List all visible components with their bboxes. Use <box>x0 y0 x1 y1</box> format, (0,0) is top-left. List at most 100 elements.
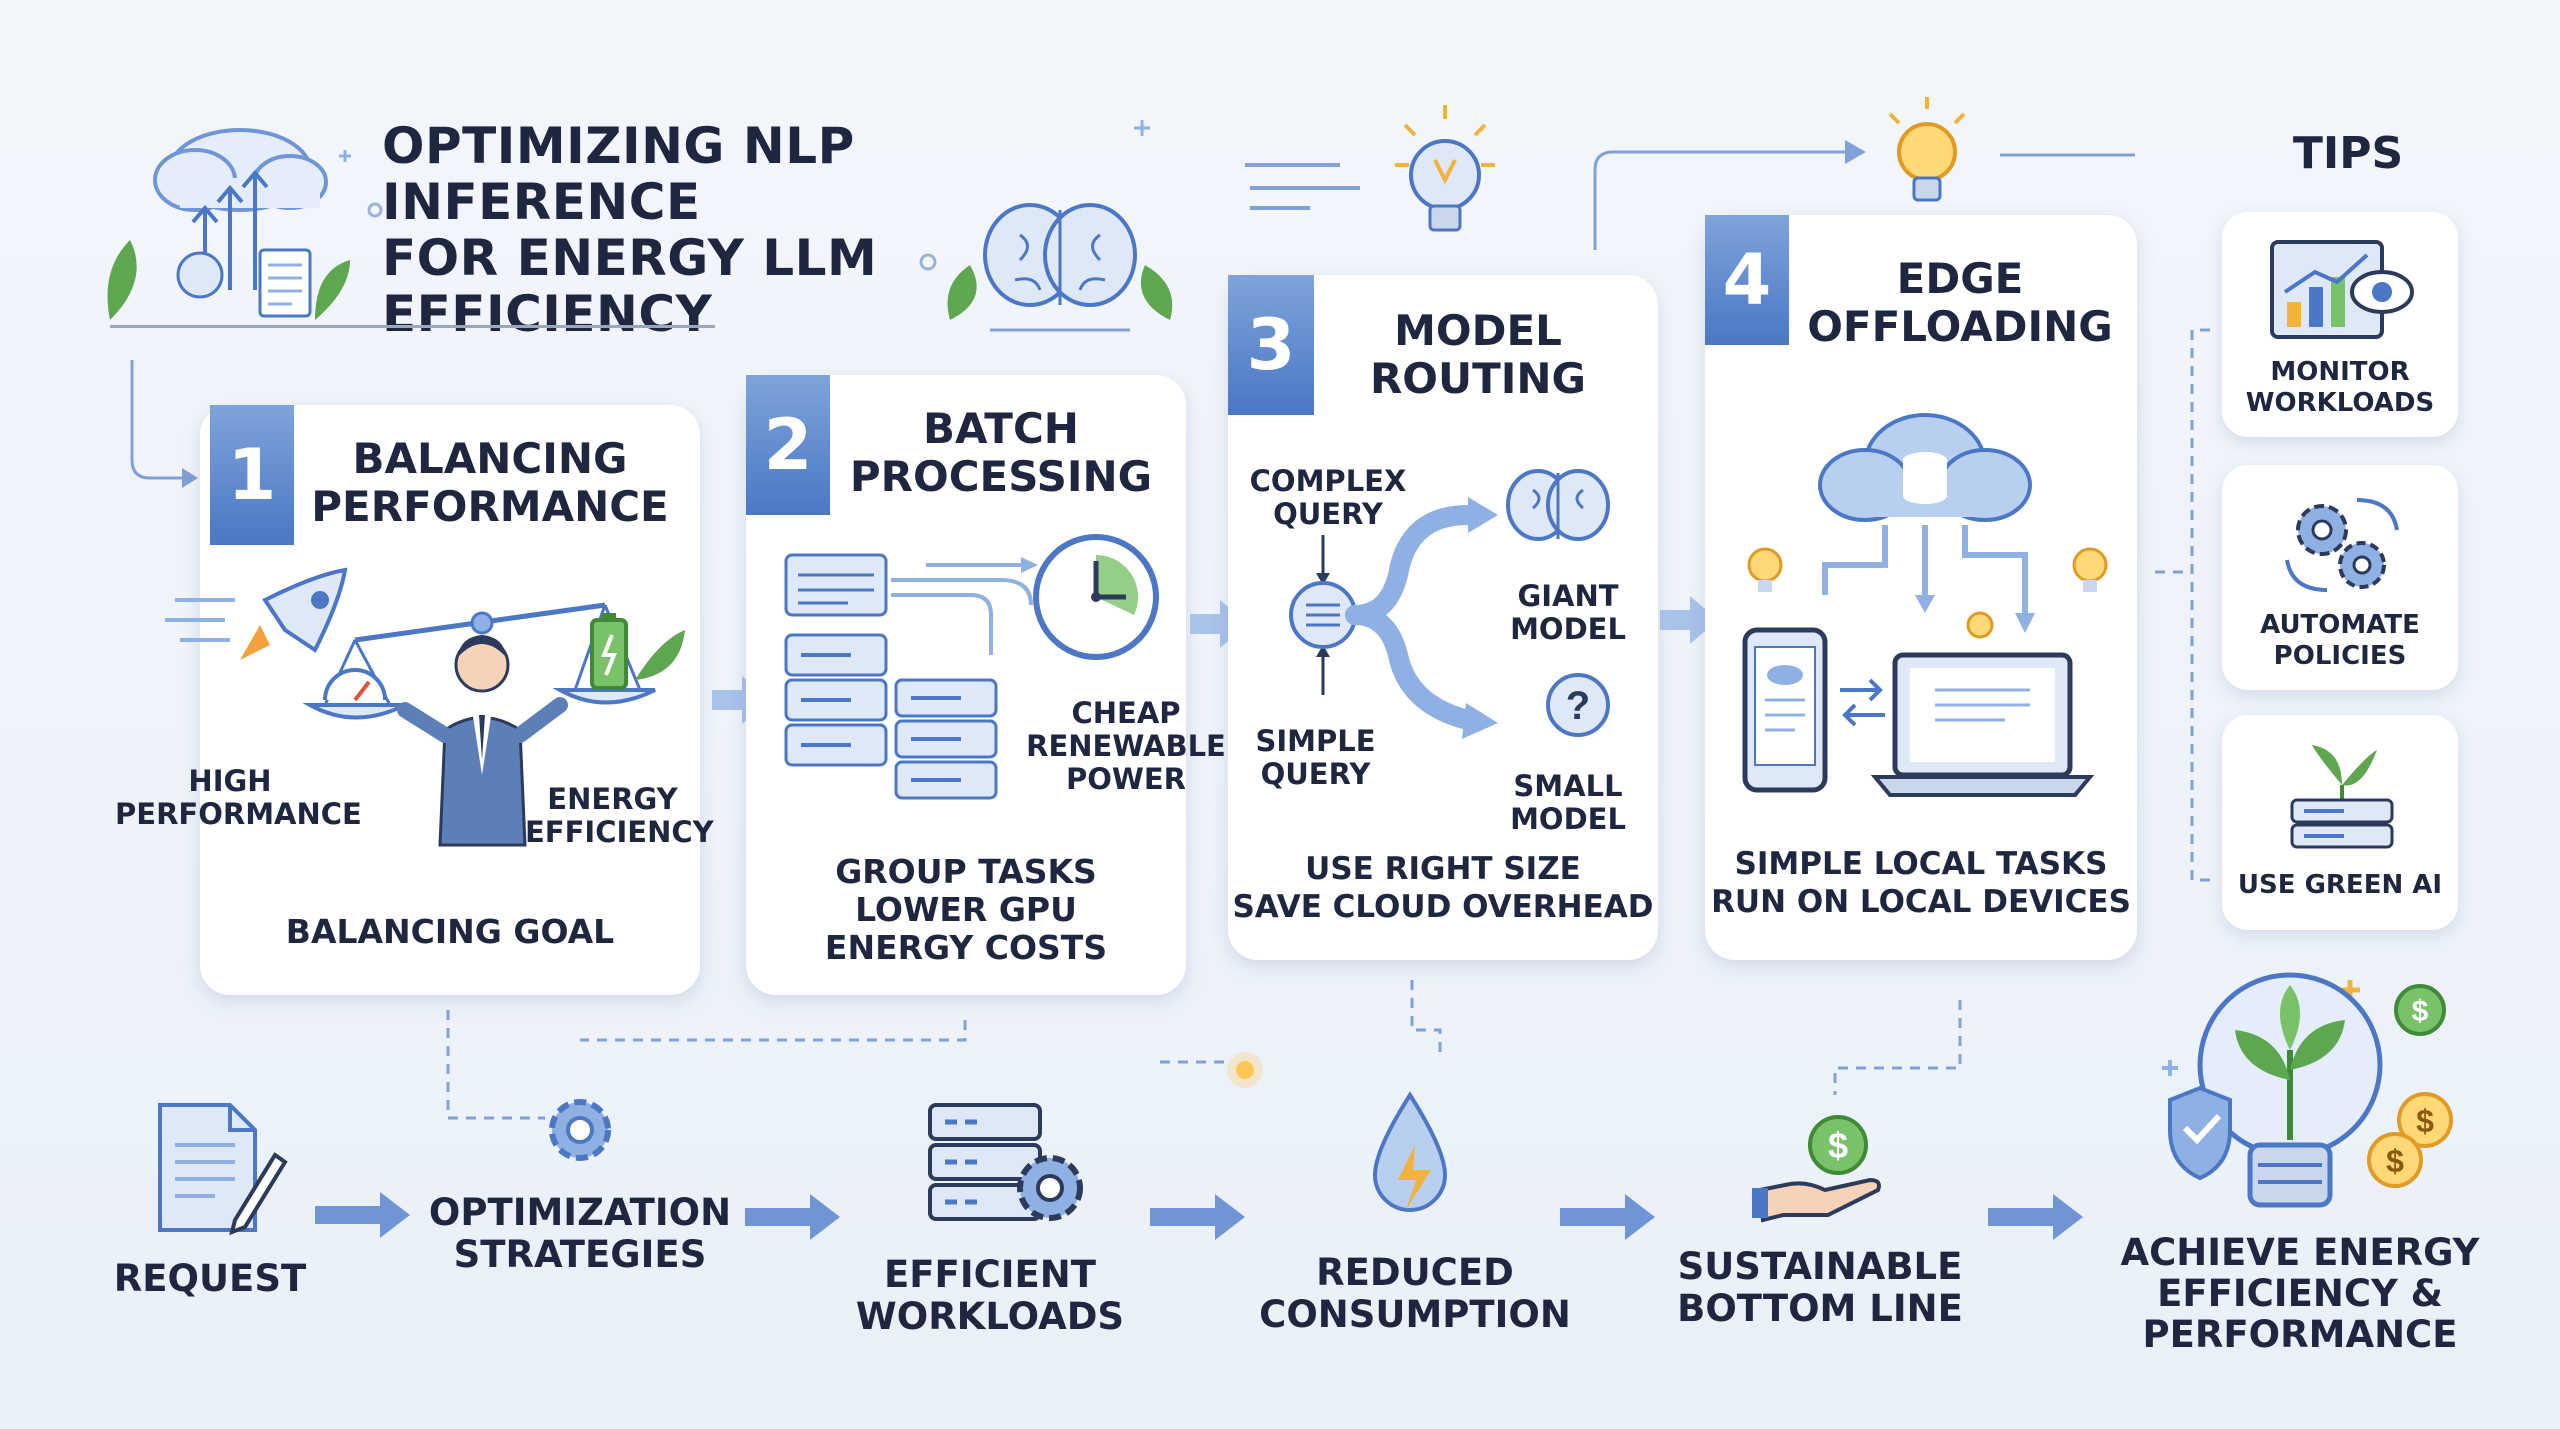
flow-label-line: OPTIMIZATION <box>428 1191 732 1234</box>
server-rack-icon <box>784 633 888 767</box>
step-title-line: EDGE <box>1896 254 2024 303</box>
arrow-right-icon <box>1988 1194 2083 1240</box>
lightbulb-plant-icon: $ $ $ <box>2162 972 2453 1208</box>
step-card-batch-processing: 2 BATCH PROCESSING <box>746 375 1226 995</box>
hand-coin-icon: $ <box>1752 1115 1881 1223</box>
tip-label: MONITOR WORKLOADS <box>2222 357 2458 419</box>
window-icon <box>784 553 888 617</box>
svg-text:$: $ <box>2416 1103 2434 1139</box>
energy-efficiency-label: ENERGY EFFICIENCY <box>525 782 714 849</box>
step-title: BATCH PROCESSING <box>836 405 1166 501</box>
page-title-line: FOR ENERGY LLM <box>382 229 878 287</box>
lightbulb-icon <box>1395 105 1495 232</box>
businessman-icon <box>397 635 568 847</box>
question-icon: ? <box>1546 673 1610 737</box>
flow-step-label: REDUCED CONSUMPTION <box>1255 1252 1575 1336</box>
step-title-line: PERFORMANCE <box>311 482 669 531</box>
flow-label-line: BOTTOM LINE <box>1677 1287 1963 1330</box>
brain-icon <box>983 203 1137 307</box>
tip-card-use-green-ai: USE GREEN AI <box>2222 715 2458 930</box>
step-title-line: ROUTING <box>1369 354 1587 403</box>
high-performance-label: HIGH PERFORMANCE <box>115 764 362 831</box>
giant-model-label: GIANT MODEL <box>1498 580 1638 646</box>
page-title-line: EFFICIENCY <box>382 285 713 343</box>
label-line: MODEL <box>1510 612 1626 646</box>
brain-leaves-illustration <box>947 203 1173 332</box>
step-caption: USE RIGHT SIZE SAVE CLOUD OVERHEAD <box>1228 850 1658 926</box>
label-line: GIANT <box>1517 579 1619 613</box>
document-pen-icon <box>158 1103 288 1236</box>
caption-line: SIMPLE LOCAL TASKS <box>1734 846 2108 882</box>
label-line: PERFORMANCE <box>115 797 362 831</box>
header-illustration <box>107 128 350 320</box>
label-line: POWER <box>1065 762 1187 796</box>
step-card-balancing-performance: 1 BALANCING PERFORMANCE <box>115 405 714 995</box>
lightbulb-icon <box>1888 97 1966 202</box>
battery-icon <box>590 613 685 690</box>
leaf-icon <box>107 240 137 320</box>
label-line: EFFICIENCY <box>525 815 714 849</box>
step-caption: SIMPLE LOCAL TASKS RUN ON LOCAL DEVICES <box>1705 845 2137 921</box>
step-card-edge-offloading: 4 EDGE OFFLOADING <box>1705 215 2137 960</box>
brain-icon <box>1506 469 1610 541</box>
step-title: BALANCING PERFORMANCE <box>300 435 680 531</box>
query-node-icon <box>1289 581 1357 649</box>
flow-step-label: ACHIEVE ENERGY EFFICIENCY & PERFORMANCE <box>2120 1232 2480 1355</box>
cloud-icon <box>153 128 328 212</box>
caption-line: USE RIGHT SIZE <box>1305 851 1581 887</box>
edge-devices-illustration <box>1742 413 2108 797</box>
step-number-badge: 1 <box>210 405 294 545</box>
balance-scale-illustration <box>165 567 685 847</box>
flow-step-label: REQUEST <box>113 1257 307 1300</box>
caption-line: LOWER GPU <box>855 890 1077 929</box>
page-title-line: OPTIMIZING NLP INFERENCE <box>382 117 855 231</box>
step-title: EDGE OFFLOADING <box>1795 255 2125 351</box>
flow-step-label: EFFICIENT WORKLOADS <box>835 1254 1145 1338</box>
label-line: HIGH <box>188 764 272 798</box>
step-number-badge: 4 <box>1705 215 1789 345</box>
caption-line: ENERGY COSTS <box>824 928 1108 967</box>
svg-text:?: ? <box>1566 684 1590 728</box>
tip-card-monitor-workloads: MONITOR WORKLOADS <box>2222 212 2458 437</box>
step-caption: GROUP TASKS LOWER GPU ENERGY COSTS <box>746 853 1186 967</box>
step-title-line: OFFLOADING <box>1807 302 2113 351</box>
arrow-right-icon <box>1660 596 1718 644</box>
label-line: QUERY <box>1260 757 1371 791</box>
clock-icon <box>1033 534 1159 660</box>
server-sprout-icon <box>2290 745 2394 849</box>
arrow-right-icon <box>1150 1194 1245 1240</box>
arrow-right-icon <box>745 1194 840 1240</box>
page-title: OPTIMIZING NLP INFERENCE FOR ENERGY LLM … <box>382 118 1142 342</box>
svg-text:$: $ <box>1828 1125 1848 1166</box>
label-line: CHEAP <box>1071 696 1181 730</box>
caption-line: RUN ON LOCAL DEVICES <box>1711 884 2131 920</box>
step-card-model-routing: 3 MODEL ROUTING COMPLEX QUERY ? SIMPLE <box>1228 275 1658 960</box>
flow-label-line: WORKLOADS <box>855 1295 1125 1338</box>
step-title: MODEL ROUTING <box>1318 307 1638 403</box>
cloud-database-icon <box>1818 413 2032 522</box>
flow-label-line: CONSUMPTION <box>1259 1293 1571 1336</box>
flow-label-line: EFFICIENT <box>884 1253 1096 1296</box>
caption-line: SAVE CLOUD OVERHEAD <box>1232 889 1654 925</box>
laptop-icon <box>1870 652 2095 797</box>
tip-card-automate-policies: AUTOMATE POLICIES <box>2222 465 2458 690</box>
tip-label: AUTOMATE POLICIES <box>2222 610 2458 672</box>
label-line: SIMPLE <box>1255 724 1376 758</box>
flow-label-line: SUSTAINABLE <box>1677 1245 1963 1288</box>
small-model-label: SMALL MODEL <box>1498 770 1638 836</box>
tip-label-line: MONITOR <box>2270 357 2410 387</box>
label-line: SMALL <box>1513 769 1623 803</box>
flow-label-line: REDUCED <box>1316 1251 1514 1294</box>
servers-clock-illustration <box>784 534 1159 800</box>
monitor-chart-eye-icon <box>2270 240 2414 339</box>
caption-line: GROUP TASKS <box>835 852 1097 891</box>
flow-step-label: SUSTAINABLE BOTTOM LINE <box>1660 1246 1980 1330</box>
step-title-line: MODEL <box>1394 306 1562 355</box>
routing-illustration: ? <box>1289 469 1610 739</box>
gears-cycle-icon <box>2285 498 2399 592</box>
label-line: ENERGY <box>547 782 678 816</box>
leaf-icon <box>315 260 350 320</box>
simple-query-label: SIMPLE QUERY <box>1228 725 1403 791</box>
leaf-icon <box>635 630 685 680</box>
